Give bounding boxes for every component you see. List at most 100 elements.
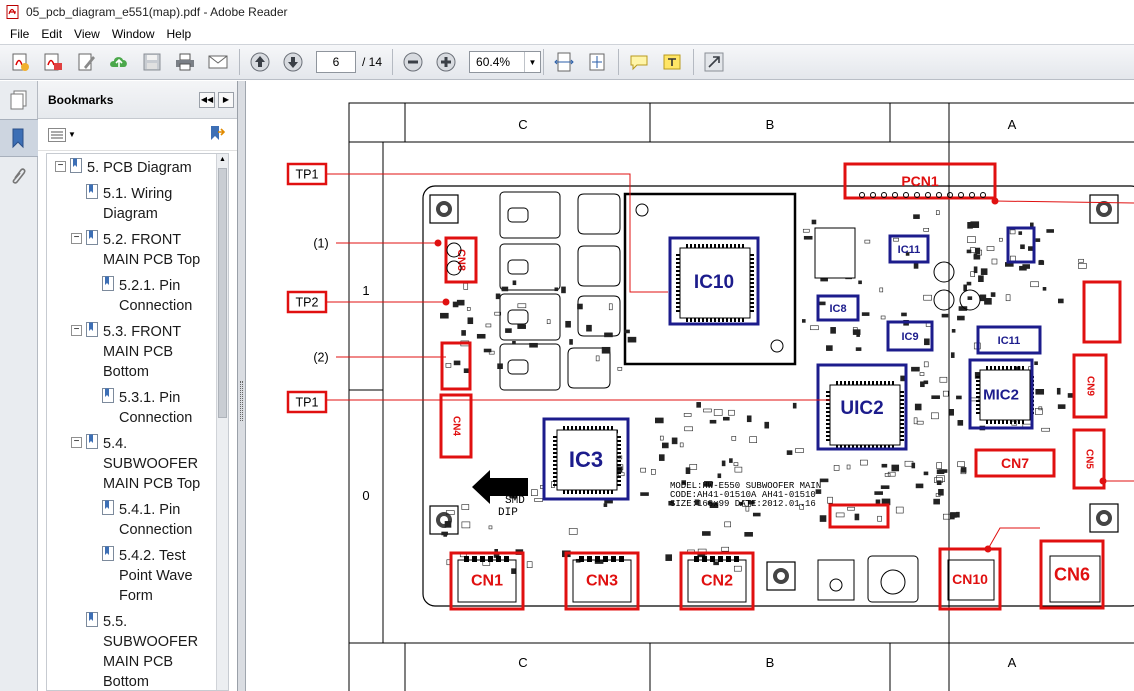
- save-button[interactable]: [138, 48, 166, 76]
- menu-help[interactable]: Help: [166, 27, 192, 41]
- menu-window[interactable]: Window: [111, 27, 155, 41]
- uic2-chip-pin: [856, 445, 858, 449]
- next-panel-icon[interactable]: ▶: [218, 91, 234, 108]
- ic10-chip-pin: [750, 302, 754, 304]
- callout-tp1-top-label: TP1: [296, 168, 319, 182]
- export-pdf-button[interactable]: [39, 48, 67, 76]
- bookmarks-scrollbar[interactable]: ▲: [216, 154, 228, 690]
- ic3-chip-pin: [611, 490, 613, 494]
- zoom-select[interactable]: 60.4% ▼: [469, 51, 542, 73]
- edit-pdf-button[interactable]: [72, 48, 100, 76]
- jack-pin: [595, 556, 600, 562]
- uic2-chip-pin: [848, 381, 850, 385]
- collapse-toggle-icon[interactable]: −: [71, 325, 82, 336]
- toolbar-separator: [543, 49, 545, 75]
- cn6-label: CN6: [1054, 565, 1090, 585]
- collapse-panel-icon[interactable]: ◀◀: [199, 91, 215, 108]
- upload-button[interactable]: [105, 48, 133, 76]
- pdf-file-icon: [6, 5, 19, 19]
- smd-component: [811, 219, 817, 225]
- ic10-chip-pin: [676, 286, 680, 288]
- ic3-chip-pin: [553, 444, 557, 446]
- smd-component: [936, 462, 942, 469]
- grid-row-label: 0: [362, 488, 369, 503]
- jack-pin: [734, 556, 739, 562]
- bookmark-item[interactable]: −5. PCB Diagram: [55, 158, 192, 178]
- highlight-button[interactable]: [658, 48, 686, 76]
- zoom-out-button[interactable]: [399, 48, 427, 76]
- smd-component: [950, 512, 955, 520]
- scroll-up-icon[interactable]: ▲: [219, 156, 226, 163]
- callout-leader-line: [326, 173, 668, 293]
- smd-component: [847, 506, 855, 511]
- ic-blue-box: [1006, 226, 1036, 264]
- uic2-chip-pin: [892, 381, 894, 385]
- collapse-toggle-icon[interactable]: −: [55, 161, 66, 172]
- callout-2-label: (2): [313, 351, 328, 365]
- uic2-chip-pin: [826, 439, 830, 441]
- ic10-chip-pin: [694, 318, 696, 322]
- uic2-chip-pin: [826, 419, 830, 421]
- navigation-pane-strip: [0, 81, 38, 691]
- full-screen-button[interactable]: [700, 48, 728, 76]
- callout-dot: [434, 239, 442, 247]
- smd-component: [729, 458, 733, 463]
- expand-bookmark-button[interactable]: [207, 124, 226, 145]
- callout-tp1-bottom-frame: [286, 390, 328, 414]
- page-number-input[interactable]: 6: [316, 51, 356, 73]
- comment-button[interactable]: [625, 48, 653, 76]
- mic2-chip-pin: [1010, 366, 1012, 370]
- create-pdf-button[interactable]: [6, 48, 34, 76]
- smd-component: [651, 469, 656, 475]
- chevron-down-icon[interactable]: ▼: [524, 52, 540, 72]
- menu-file[interactable]: File: [10, 27, 30, 41]
- previous-page-button[interactable]: [246, 48, 274, 76]
- scrollbar-thumb[interactable]: [218, 168, 227, 418]
- menu-edit[interactable]: Edit: [41, 27, 63, 41]
- pages-panel-button[interactable]: [0, 81, 38, 119]
- smd-component: [661, 442, 669, 449]
- smd-component: [461, 504, 470, 510]
- email-button[interactable]: [204, 48, 232, 76]
- ic10-chip-pin: [676, 254, 680, 256]
- panel-splitter[interactable]: [238, 81, 246, 691]
- attachments-panel-button[interactable]: [0, 157, 38, 195]
- grid-col-label: C: [518, 117, 527, 132]
- fit-page-button[interactable]: [583, 48, 611, 76]
- print-button[interactable]: [171, 48, 199, 76]
- regulator-outline: [814, 227, 856, 279]
- bookmarks-header: Bookmarks ◀◀ ▶: [38, 81, 237, 119]
- collapse-toggle-icon[interactable]: −: [71, 233, 82, 244]
- smd-component: [923, 380, 929, 385]
- menu-view[interactable]: View: [74, 27, 100, 41]
- bookmark-options-button[interactable]: ▼: [48, 127, 76, 142]
- expand-icon: [704, 52, 724, 72]
- ic3-chip-pin: [553, 436, 557, 438]
- smd-component: [966, 281, 972, 286]
- zoom-in-button[interactable]: [432, 48, 460, 76]
- smd-component: [969, 247, 976, 254]
- bookmarks-panel-button[interactable]: [0, 119, 38, 157]
- envelope-icon: [208, 55, 228, 69]
- splitter-grip[interactable]: [240, 381, 243, 421]
- ic10-chip-body: [679, 247, 751, 319]
- mic2-chip-pin: [986, 366, 988, 370]
- smd-component: [939, 376, 948, 383]
- ic3-chip-pin: [591, 426, 593, 430]
- fit-width-button[interactable]: [550, 48, 578, 76]
- collapse-toggle-icon[interactable]: −: [71, 437, 82, 448]
- next-page-button[interactable]: [279, 48, 307, 76]
- uic2-chip-pin: [860, 445, 862, 449]
- smd-component: [913, 214, 920, 219]
